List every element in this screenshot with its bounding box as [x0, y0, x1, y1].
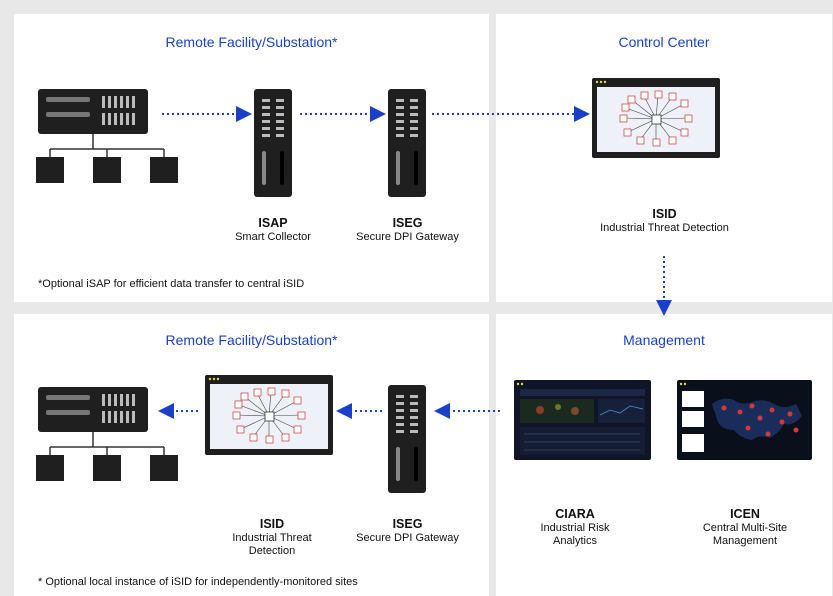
ciara-dashboard-icon: [514, 380, 651, 460]
ciara-desc-1: Industrial Risk: [540, 522, 610, 534]
remote-bottom-note: * Optional local instance of iSID for in…: [38, 576, 358, 588]
isid-bottom-desc-1: Industrial Threat: [232, 532, 312, 544]
isid-top-monitor-icon: [591, 77, 721, 159]
management-title: Management: [623, 332, 705, 348]
iseg-bottom-name: ISEG: [392, 517, 423, 531]
control-center-title: Control Center: [618, 34, 710, 50]
icen-desc-1: Central Multi-Site: [702, 522, 788, 534]
isid-top-desc: Industrial Threat Detection: [600, 222, 729, 234]
isap-desc: Smart Collector: [235, 231, 311, 243]
icen-label: ICEN Central Multi-Site Management: [680, 506, 810, 548]
remote-top-title: Remote Facility/Substation*: [165, 34, 338, 50]
remote-top-note: *Optional iSAP for efficient data transf…: [38, 278, 305, 290]
isid-bottom-label: ISID Industrial Threat Detection: [212, 516, 332, 558]
field-server-top-icon: [35, 88, 179, 184]
isid-bottom-monitor-icon: [204, 374, 334, 456]
isap-label: ISAP Smart Collector: [218, 215, 328, 244]
iseg-top-label: ISEG Secure DPI Gateway: [340, 215, 475, 244]
iseg-top-desc: Secure DPI Gateway: [356, 231, 459, 243]
icen-desc-2: Management: [712, 535, 778, 547]
ciara-label: CIARA Industrial Risk Analytics: [520, 506, 630, 548]
icen-name: ICEN: [730, 507, 760, 521]
isap-device-icon: [254, 89, 292, 197]
isid-top-label: ISID Industrial Threat Detection: [562, 206, 767, 235]
ciara-name: CIARA: [555, 507, 595, 521]
iseg-bottom-desc: Secure DPI Gateway: [356, 532, 459, 544]
field-server-bottom-icon: [35, 386, 179, 482]
isid-bottom-desc-2: Detection: [248, 545, 296, 557]
iseg-top-device-icon: [388, 89, 426, 197]
isid-top-name: ISID: [652, 207, 677, 221]
remote-bottom-title: Remote Facility/Substation*: [165, 332, 338, 348]
iseg-bottom-device-icon: [388, 385, 426, 493]
icen-map-icon: [677, 380, 812, 460]
iseg-top-name: ISEG: [392, 216, 423, 230]
isid-bottom-name: ISID: [259, 517, 285, 531]
ciara-desc-2: Analytics: [552, 535, 598, 547]
isap-name: ISAP: [258, 216, 288, 230]
iseg-bottom-label: ISEG Secure DPI Gateway: [340, 516, 475, 545]
